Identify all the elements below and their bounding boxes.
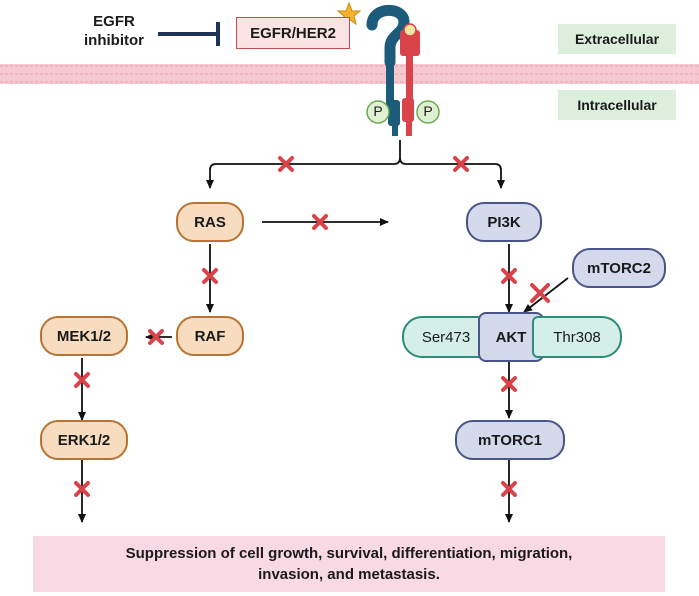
- node-mtorc2: mTORC2: [572, 248, 666, 288]
- node-mek: MEK1/2: [40, 316, 128, 356]
- split-bracket: [206, 140, 401, 189]
- node-erk: ERK1/2: [40, 420, 128, 460]
- inhibitor-line2: inhibitor: [84, 32, 144, 49]
- split-bracket-right: [399, 157, 505, 189]
- node-pi3k: PI3K: [466, 202, 542, 242]
- phospho-circle-right: [416, 100, 440, 124]
- phospho-label-left: P: [373, 103, 383, 119]
- arrow-icon: [523, 277, 569, 313]
- cross-mark-icon: [74, 481, 90, 497]
- inhibition-bar-icon: [158, 22, 220, 46]
- node-thr308: Thr308: [532, 316, 622, 358]
- cross-mark-icon: [148, 329, 164, 345]
- outcome-box: Suppression of cell growth, survival, di…: [33, 536, 665, 592]
- cross-mark-icon: [501, 376, 517, 392]
- inhibitor-line1: EGFR: [93, 13, 135, 30]
- extracellular-tag: Extracellular: [558, 24, 676, 54]
- receptor-hook-icon: [366, 4, 410, 136]
- receptor-red-icon: [400, 23, 420, 136]
- cross-mark-icon: [501, 268, 517, 284]
- node-ras: RAS: [176, 202, 244, 242]
- cross-mark-icon: [530, 283, 550, 303]
- cross-mark-icon: [453, 156, 469, 172]
- node-raf: RAF: [176, 316, 244, 356]
- cross-mark-icon: [74, 372, 90, 388]
- intracellular-tag: Intracellular: [558, 90, 676, 120]
- node-ser473: Ser473: [402, 316, 490, 358]
- cross-mark-icon: [202, 268, 218, 284]
- node-mtorc1: mTORC1: [455, 420, 565, 460]
- outcome-line2: invasion, and metastasis.: [258, 566, 440, 583]
- cell-membrane: [0, 64, 699, 84]
- phospho-label-right: P: [423, 103, 433, 119]
- cross-mark-icon: [501, 481, 517, 497]
- cross-mark-icon: [278, 156, 294, 172]
- inhibitor-label: EGFR inhibitor: [78, 12, 150, 50]
- outcome-line1: Suppression of cell growth, survival, di…: [125, 545, 573, 562]
- receptor-label-box: EGFR/HER2: [236, 17, 350, 49]
- cross-mark-icon: [312, 214, 328, 230]
- phospho-circle-left: [366, 100, 390, 124]
